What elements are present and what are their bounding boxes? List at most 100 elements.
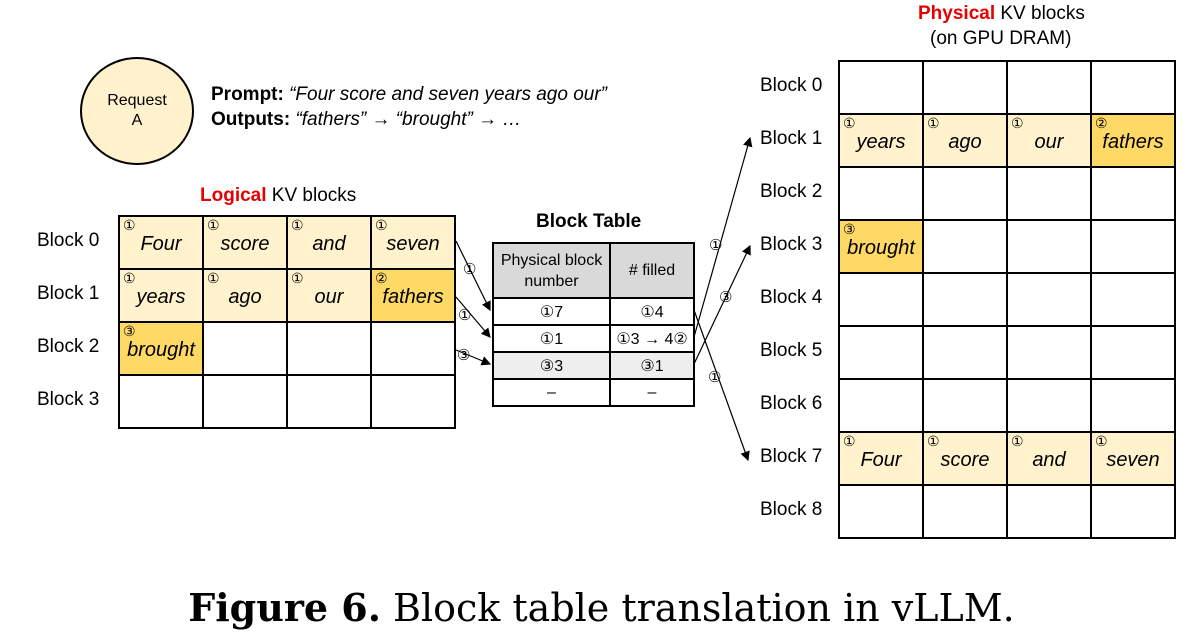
row-label: Block 6 (760, 392, 823, 414)
row-label: Block 2 (37, 335, 100, 357)
row-label: Block 0 (760, 74, 823, 96)
physical-grid-cell (1008, 380, 1092, 433)
logical-grid-cell (372, 376, 456, 429)
block-table-title: Block Table (536, 211, 642, 232)
outputs-label: Outputs: (211, 109, 291, 130)
physical-title-red: Physical (918, 3, 996, 24)
arrow-to-physical-block7 (693, 309, 750, 462)
bt-physical-cell: ①1 (494, 326, 611, 353)
cell-token: score (220, 233, 270, 255)
arrow-logical-row0 (455, 240, 491, 312)
cell-token: seven (1106, 449, 1160, 471)
logical-grid-cell (288, 323, 372, 376)
logical-title-red: Logical (200, 185, 267, 206)
cell-ref-number: ① (927, 433, 940, 449)
cell-token: years (136, 286, 186, 308)
physical-grid-cell (1092, 221, 1176, 274)
physical-grid-cell (924, 486, 1008, 539)
physical-grid-cell (1092, 274, 1176, 327)
cell-token: ago (228, 286, 262, 308)
cell-token: and (1032, 449, 1066, 471)
logical-grid-cell (120, 376, 204, 429)
arrow-mark-logical-row0: ① (463, 261, 476, 278)
row-label: Block 4 (760, 286, 823, 308)
physical-grid-cell (840, 380, 924, 433)
arrow-logical-row2 (455, 349, 492, 366)
outputs-text: “fathers” → “brought” → … (295, 109, 522, 130)
logical-grid-cell (204, 376, 288, 429)
cell-ref-number: ① (123, 217, 136, 233)
cell-token: score (940, 449, 990, 471)
caption-bold: Figure 6. (188, 585, 381, 630)
figure-caption: Figure 6. Block table translation in vLL… (0, 585, 1203, 630)
arrow-mark-logical-row2: ③ (457, 347, 470, 364)
request-label-line2: A (131, 112, 143, 129)
arrow-mark-physical-block7: ① (708, 369, 721, 386)
prompt-line: Prompt: “Four score and seven years ago … (211, 84, 607, 106)
physical-grid-cell (1008, 327, 1092, 380)
bt-filled-cell: ①4 (611, 299, 695, 326)
cell-token: Four (140, 233, 182, 255)
physical-grid-cell (840, 62, 924, 115)
cell-token: our (314, 286, 344, 308)
arrow-logical-row1 (455, 296, 491, 338)
cell-ref-number: ① (207, 270, 220, 286)
logical-grid-cell: ① ago (204, 270, 288, 323)
physical-grid-cell (1092, 486, 1176, 539)
prompt-text: “Four score and seven years ago our” (289, 84, 607, 105)
physical-grid-cell (1008, 62, 1092, 115)
physical-grid-cell (1092, 62, 1176, 115)
physical-kv-subtitle: (on GPU DRAM) (930, 28, 1072, 49)
cell-ref-number: ① (927, 115, 940, 131)
bt-physical-cell: – (494, 380, 611, 407)
physical-grid-cell (840, 327, 924, 380)
cell-token: seven (386, 233, 440, 255)
physical-grid-cell (924, 221, 1008, 274)
row-label: Block 3 (37, 388, 100, 410)
cell-token: fathers (1102, 131, 1164, 153)
physical-grid-cell (1008, 221, 1092, 274)
arrow-to-physical-block3 (693, 244, 751, 365)
row-label: Block 1 (37, 282, 100, 304)
physical-grid-cell (1008, 274, 1092, 327)
cell-ref-number: ① (123, 270, 136, 286)
cell-token: ago (948, 131, 982, 153)
bt-header-filled: # filled (611, 244, 695, 299)
caption-rest: Block table translation in vLLM. (380, 586, 1015, 630)
cell-ref-number: ① (843, 433, 856, 449)
bt-physical-cell: ③3 (494, 353, 611, 380)
bt-physical-cell: ①7 (494, 299, 611, 326)
logical-kv-title: Logical KV blocks (200, 185, 356, 207)
cell-ref-number: ① (375, 217, 388, 233)
physical-grid-cell (924, 380, 1008, 433)
cell-token: fathers (382, 286, 444, 308)
arrow-mark-logical-row1: ① (458, 307, 471, 324)
physical-grid-cell (840, 486, 924, 539)
bt-row: –– (494, 380, 695, 407)
cell-ref-number: ① (1011, 433, 1024, 449)
physical-grid-cell: ① and (1008, 433, 1092, 486)
physical-grid-cell (1092, 380, 1176, 433)
cell-token: Four (860, 449, 902, 471)
bt-filled-cell: – (611, 380, 695, 407)
logical-grid-cell: ① our (288, 270, 372, 323)
physical-grid-cell (840, 274, 924, 327)
physical-grid-cell (924, 62, 1008, 115)
bt-filled-cell: ①3 → 4② (611, 326, 695, 353)
cell-ref-number: ① (291, 270, 304, 286)
cell-ref-number: ① (843, 115, 856, 131)
physical-grid-cell: ① ago (924, 115, 1008, 168)
cell-ref-number: ② (1095, 115, 1108, 131)
bt-filled-cell: ③1 (611, 353, 695, 380)
